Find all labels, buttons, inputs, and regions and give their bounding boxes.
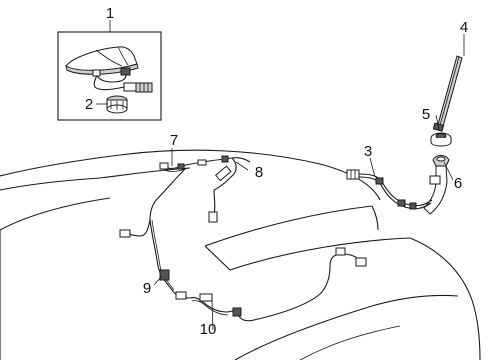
side-harness-part-9[interactable] xyxy=(119,219,191,300)
callout-2: 2 xyxy=(85,96,93,113)
callout-6: 6 xyxy=(454,175,462,192)
callout-labels: 1 2 3 4 5 6 7 8 9 10 xyxy=(85,5,468,338)
feeder-cable-part-3[interactable] xyxy=(346,169,433,210)
roof-wire-harness[interactable] xyxy=(149,155,251,223)
antenna-mast-part-4[interactable] xyxy=(432,55,463,132)
lower-harness-part-10[interactable] xyxy=(189,247,367,322)
antenna-nut-part-2[interactable] xyxy=(106,95,128,114)
callout-7: 7 xyxy=(170,132,178,149)
shark-fin-antenna[interactable] xyxy=(65,46,153,93)
callout-1: 1 xyxy=(106,5,114,22)
inset-box xyxy=(57,31,162,121)
vehicle-body-outline xyxy=(0,149,481,360)
leader-lines xyxy=(96,20,465,331)
callout-5: 5 xyxy=(422,106,430,123)
callout-4: 4 xyxy=(460,19,468,36)
callout-10: 10 xyxy=(200,321,217,338)
antenna-pad-part-5[interactable] xyxy=(430,132,452,147)
callout-8: 8 xyxy=(255,164,263,181)
callout-9: 9 xyxy=(143,280,151,297)
callout-3: 3 xyxy=(364,143,372,160)
